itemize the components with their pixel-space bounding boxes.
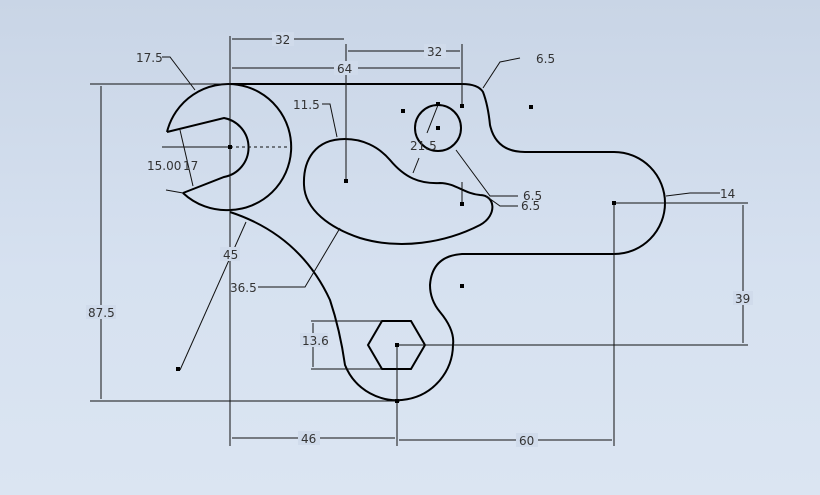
- dim-87-5[interactable]: 87.5: [88, 306, 115, 320]
- wrench-jaw[interactable]: [166, 116, 250, 194]
- dim-60[interactable]: 60: [519, 434, 534, 448]
- dim-21-5[interactable]: 21.5: [410, 139, 437, 153]
- part-outline[interactable]: [229, 83, 666, 402]
- dimension-labels: 32 32 64 6.5 17.5 11.5 21.5 15.00 17 6.5…: [86, 32, 753, 448]
- wrench-outer-arc[interactable]: [166, 83, 293, 212]
- kidney-slot[interactable]: [302, 137, 494, 245]
- dim-6-5-top[interactable]: 6.5: [536, 52, 555, 66]
- dim-36-5[interactable]: 36.5: [230, 281, 257, 295]
- dim-45[interactable]: 45: [223, 248, 238, 262]
- dim-6-5-a[interactable]: 6.5: [523, 189, 542, 203]
- dim-13-6[interactable]: 13.6: [302, 334, 329, 348]
- dim-64[interactable]: 64: [337, 62, 352, 76]
- dim-11-5[interactable]: 11.5: [293, 98, 320, 112]
- dim-32-left[interactable]: 32: [275, 33, 290, 47]
- dim-14[interactable]: 14: [720, 187, 735, 201]
- dim-17-5[interactable]: 17.5: [136, 51, 163, 65]
- sketch-points: [176, 102, 616, 403]
- dim-6-5-b[interactable]: 6.5: [521, 199, 540, 213]
- dim-39[interactable]: 39: [735, 292, 750, 306]
- dim-15-00[interactable]: 15.00: [147, 159, 181, 173]
- dim-32-right[interactable]: 32: [427, 45, 442, 59]
- dim-46[interactable]: 46: [301, 432, 316, 446]
- dim-17[interactable]: 17: [183, 159, 198, 173]
